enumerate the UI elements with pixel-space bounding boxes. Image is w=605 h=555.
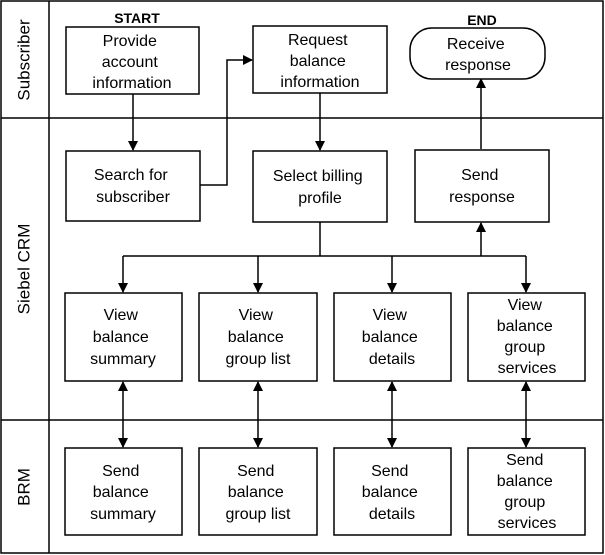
svg-text:Request balance in: Request balance information bbox=[280, 32, 359, 91]
connector-search-to-request bbox=[200, 55, 253, 186]
box-view-balance-group-list: View balance group list bbox=[198, 292, 318, 382]
box-line: View bbox=[104, 307, 139, 324]
svg-text:Search for subscriber: Search for subscriber bbox=[94, 167, 172, 206]
box-view-balance-details: View balance details bbox=[333, 292, 452, 382]
box-line: Send bbox=[371, 463, 408, 480]
box-line: balance bbox=[228, 329, 284, 346]
box-line: balance bbox=[497, 318, 553, 335]
svg-text:View balance group: View balance group services bbox=[497, 297, 558, 377]
box-search-for-subscriber: Search for subscriber bbox=[65, 150, 201, 222]
start-marker: START bbox=[114, 10, 160, 26]
box-line: profile bbox=[298, 190, 342, 207]
box-send-balance-group-list: Send balance group list bbox=[198, 447, 318, 536]
box-line: details bbox=[369, 351, 415, 368]
box-select-billing-profile: Select billing profile bbox=[252, 150, 388, 223]
box-send-balance-group-services: Send balance group services bbox=[467, 447, 586, 536]
lane-label-subscriber: Subscriber bbox=[14, 19, 33, 101]
lane-label-brm: BRM bbox=[14, 468, 33, 506]
box-provide-account-information: Provide account information bbox=[65, 26, 200, 95]
box-line: Request bbox=[288, 32, 348, 49]
box-line: subscriber bbox=[96, 189, 170, 206]
box-line: balance bbox=[93, 484, 149, 501]
box-line: balance bbox=[228, 484, 284, 501]
box-line: balance bbox=[497, 473, 553, 490]
svg-text:Select billing profile: Select billing profile bbox=[273, 168, 367, 207]
box-line: Send bbox=[237, 463, 274, 480]
box-line: summary bbox=[90, 351, 156, 368]
box-line: group list bbox=[226, 351, 291, 368]
box-line: information bbox=[280, 74, 359, 91]
svg-text:Send balance group: Send balance group services bbox=[497, 452, 558, 532]
box-line: information bbox=[92, 75, 171, 92]
box-line: Search for bbox=[94, 167, 168, 184]
box-line: View bbox=[373, 307, 408, 324]
box-line: balance bbox=[290, 53, 346, 70]
box-line: account bbox=[102, 54, 159, 71]
box-line: balance bbox=[93, 329, 149, 346]
svg-text:Send response: Send response bbox=[449, 167, 515, 206]
box-line: View bbox=[239, 307, 274, 324]
box-line: details bbox=[369, 506, 415, 523]
box-request-balance-information: Request balance information bbox=[252, 25, 388, 94]
box-line: balance bbox=[362, 329, 418, 346]
box-line: Select billing bbox=[273, 168, 363, 185]
end-marker: END bbox=[467, 12, 497, 28]
box-line: response bbox=[449, 189, 515, 206]
box-line: services bbox=[498, 515, 557, 532]
svg-text:Provide account in: Provide account information bbox=[92, 33, 171, 92]
svg-text:View balance group: View balance group list bbox=[226, 307, 291, 368]
box-send-balance-summary: Send balance summary bbox=[64, 447, 183, 536]
box-line: services bbox=[498, 360, 557, 377]
box-line: response bbox=[445, 57, 511, 74]
box-line: group bbox=[504, 339, 545, 356]
svg-text:Send balance summa: Send balance summary bbox=[90, 463, 156, 523]
box-line: Send bbox=[102, 463, 139, 480]
box-line: Provide bbox=[103, 33, 157, 50]
box-line: Receive bbox=[447, 36, 505, 53]
svg-text:View balance summa: View balance summary bbox=[90, 307, 156, 368]
box-view-balance-group-services: View balance group services bbox=[467, 292, 586, 382]
box-receive-response: Receive response bbox=[409, 27, 546, 80]
svg-text:Send balance detai: Send balance details bbox=[362, 463, 423, 523]
box-line: group bbox=[504, 494, 545, 511]
box-line: summary bbox=[90, 506, 156, 523]
box-line: Send bbox=[461, 167, 498, 184]
svg-text:Send balance group: Send balance group list bbox=[226, 463, 291, 523]
box-line: group list bbox=[226, 506, 291, 523]
lane-label-siebel-crm: Siebel CRM bbox=[14, 224, 33, 315]
svg-text:View balance detai: View balance details bbox=[362, 307, 423, 368]
box-send-balance-details: Send balance details bbox=[333, 447, 452, 536]
box-line: Send bbox=[506, 452, 543, 469]
box-line: balance bbox=[362, 484, 418, 501]
svg-text:Receive response: Receive response bbox=[445, 36, 511, 74]
box-send-response: Send response bbox=[414, 149, 550, 223]
box-view-balance-summary: View balance summary bbox=[64, 292, 183, 382]
box-line: View bbox=[508, 297, 543, 314]
